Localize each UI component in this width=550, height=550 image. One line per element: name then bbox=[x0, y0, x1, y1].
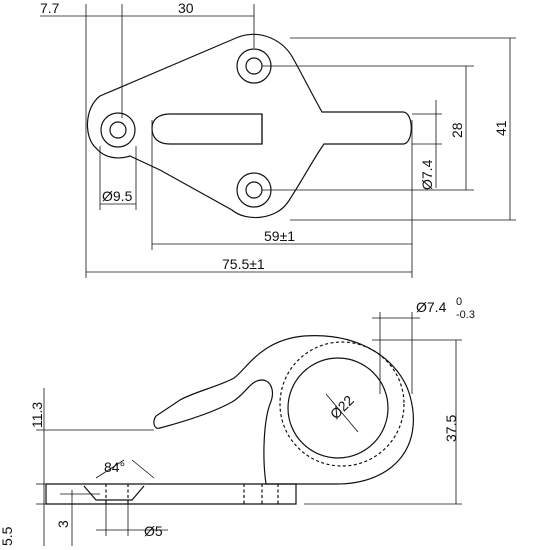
hole-left bbox=[109, 121, 127, 139]
label-hole-phi-7-4: Ø7.4 bbox=[419, 159, 435, 190]
hole-bottom bbox=[245, 181, 263, 199]
base-plate bbox=[45, 483, 297, 505]
hole-left-boss bbox=[100, 112, 136, 148]
label-59: 59±1 bbox=[264, 228, 295, 244]
label-phi-5: Ø5 bbox=[144, 523, 163, 539]
top-view: 7.7 30 28 41 Ø7.4 Ø9.5 59±1 75.5±1 bbox=[40, 0, 516, 278]
leader-phi-22 bbox=[325, 393, 359, 433]
label-phi-22: Ø22 bbox=[327, 392, 357, 422]
countersink bbox=[83, 485, 145, 501]
label-tol-upper: 0 bbox=[456, 296, 462, 308]
hole-top bbox=[245, 57, 263, 75]
ring-hidden bbox=[279, 341, 405, 467]
label-37-5: 37.5 bbox=[443, 415, 459, 442]
hook-body bbox=[153, 335, 414, 485]
plate-outline bbox=[86, 33, 412, 219]
label-phi-9-5: Ø9.5 bbox=[102, 188, 133, 204]
label-28: 28 bbox=[449, 122, 465, 138]
label-phi-7-4-tol: Ø7.4 bbox=[416, 299, 447, 315]
label-30: 30 bbox=[178, 0, 194, 16]
label-5-5: 5.5 bbox=[0, 526, 15, 546]
ring-hole bbox=[287, 357, 389, 459]
label-tol-lower: -0.3 bbox=[456, 309, 475, 321]
label-7-7: 7.7 bbox=[40, 0, 60, 16]
side-view: Ø7.4 0 -0.3 11.3 37.5 Ø22 84° 5.5 3 Ø5 bbox=[0, 296, 475, 546]
label-75-5: 75.5±1 bbox=[222, 256, 265, 272]
label-11-3: 11.3 bbox=[29, 402, 45, 428]
angle-leader-r bbox=[131, 459, 155, 479]
label-84deg: 84° bbox=[104, 459, 125, 475]
angle-leader-l bbox=[95, 459, 125, 479]
label-41: 41 bbox=[493, 120, 509, 136]
slot bbox=[151, 113, 263, 145]
label-3: 3 bbox=[55, 520, 71, 528]
